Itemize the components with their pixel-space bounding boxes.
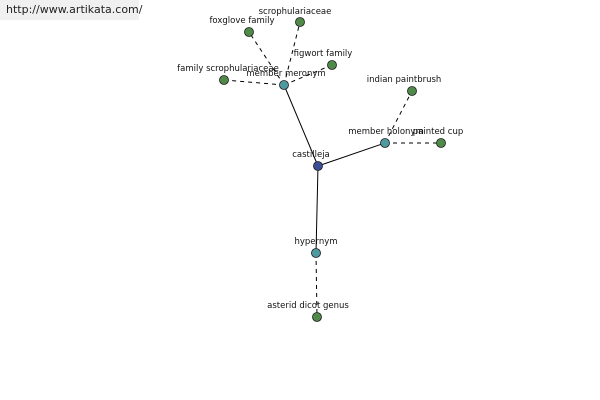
edge-member-meronym-figwort-family (283, 64, 333, 86)
watermark: http://www.artikata.com/ (0, 0, 142, 20)
node-hypernym[interactable] (311, 248, 321, 258)
node-label-hypernym: hypernym (294, 237, 337, 247)
edges-layer (223, 21, 441, 318)
node-family-scrophulariaceae[interactable] (219, 75, 229, 85)
node-label-painted-cup: painted cup (413, 127, 463, 137)
node-label-family-scrophulariaceae: family scrophulariaceae (177, 64, 279, 74)
node-label-member-meronym: member meronym (246, 69, 325, 79)
nodes-layer (219, 17, 446, 322)
edge-castilleja-member-meronym (283, 84, 319, 167)
edge-member-meronym-foxglove-family (248, 31, 285, 86)
node-label-member-holonym: member holonym (348, 127, 423, 137)
node-castilleja[interactable] (313, 161, 323, 171)
edge-hypernym-asterid-dicot-genus (315, 252, 318, 318)
node-asterid-dicot-genus[interactable] (312, 312, 322, 322)
node-member-holonym[interactable] (380, 138, 390, 148)
node-painted-cup[interactable] (436, 138, 446, 148)
node-foxglove-family[interactable] (244, 27, 254, 37)
node-label-indian-paintbrush: indian paintbrush (367, 75, 442, 85)
node-label-castilleja: castilleja (292, 150, 330, 160)
edge-castilleja-hypernym (315, 165, 319, 254)
node-label-figwort-family: figwort family (294, 49, 353, 59)
node-label-scrophulariaceae: scrophulariaceae (259, 7, 332, 17)
node-indian-paintbrush[interactable] (407, 86, 417, 96)
edge-member-meronym-scrophulariaceae (283, 21, 301, 86)
edge-member-meronym-family-scrophulariaceae (223, 79, 285, 86)
node-member-meronym[interactable] (279, 80, 289, 90)
edge-castilleja-member-holonym (317, 142, 386, 167)
node-scrophulariaceae[interactable] (295, 17, 305, 27)
edge-member-holonym-indian-paintbrush (384, 90, 413, 144)
labels-layer: castilleja member meronym member holonym hy… (177, 7, 463, 311)
node-figwort-family[interactable] (327, 60, 337, 70)
node-label-asterid-dicot-genus: asterid dicot genus (267, 301, 349, 311)
node-label-foxglove-family: foxglove family (209, 16, 274, 26)
